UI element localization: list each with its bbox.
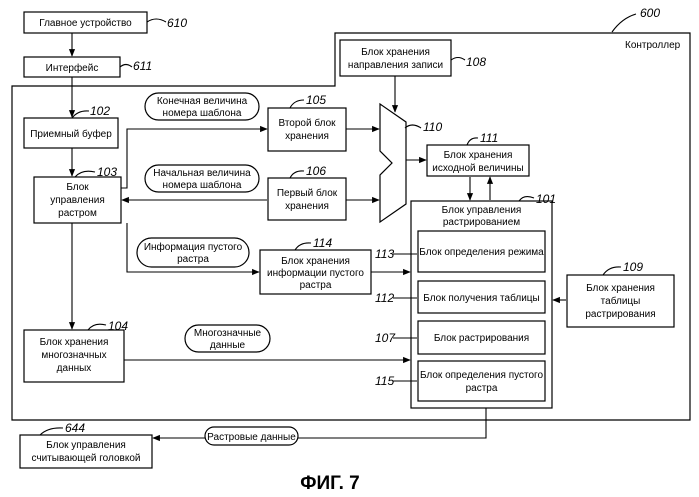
signal-end-value: Конечная величина номера шаблона: [145, 93, 259, 120]
read-head-control-label-1: Блок управления: [46, 440, 126, 451]
empty-raster-info-store-label-2: информации пустого: [267, 267, 364, 279]
controller-label: Контроллер: [625, 40, 681, 51]
recording-direction-store-label-1: Блок хранения: [361, 47, 430, 58]
empty-raster-info-store-ref: 114: [313, 236, 332, 250]
rasterization-table-store-block: Блок хранения таблицы растрирования 109: [567, 260, 674, 327]
signal-end-value-label-2: номера шаблона: [163, 107, 242, 119]
signal-start-value: Начальная величина номера шаблона: [145, 165, 259, 192]
rasterization-table-store-label-2: таблицы: [601, 295, 641, 307]
empty-raster-info-store-label-3: растра: [300, 280, 332, 291]
multi-value-data-store-label-1: Блок хранения: [40, 337, 109, 348]
line-rasterization-output: [298, 408, 486, 438]
signal-multi-data: Многозначные данные: [185, 325, 270, 352]
empty-raster-info-store-label-1: Блок хранения: [281, 256, 350, 267]
read-head-control-label-2: считывающей головкой: [32, 453, 141, 464]
second-store-block: Второй блок хранения 105: [268, 93, 346, 151]
figure-caption: ФИГ. 7: [300, 473, 359, 494]
recording-direction-store-ref: 108: [466, 55, 486, 69]
empty-raster-info-store-block: Блок хранения информации пустого растра …: [260, 236, 371, 294]
mode-determination-label: Блок определения режима: [419, 247, 544, 258]
main-device-block: Главное устройство 610: [24, 12, 187, 33]
table-acquisition-label: Блок получения таблицы: [423, 292, 539, 304]
main-device-ref: 610: [167, 16, 187, 30]
controller-ref: 600: [640, 6, 660, 20]
multi-value-data-store-label-3: данных: [57, 363, 92, 374]
receive-buffer-label: Приемный буфер: [30, 128, 112, 140]
original-value-store-block: Блок хранения исходной величины 111: [427, 131, 529, 176]
second-store-ref: 105: [306, 93, 326, 107]
second-store-label-2: хранения: [285, 131, 329, 142]
raster-control-ref: 103: [97, 165, 117, 179]
interface-block: Интерфейс 611: [24, 57, 152, 77]
rasterization-table-store-label-3: растрирования: [585, 309, 655, 320]
signal-end-value-label-1: Конечная величина: [157, 96, 248, 107]
multi-value-data-store-ref: 104: [108, 319, 128, 333]
signal-empty-info: Информация пустого растра: [137, 238, 249, 267]
original-value-store-label-2: исходной величины: [432, 163, 523, 174]
rasterization-table-store-label-1: Блок хранения: [586, 283, 655, 294]
recording-direction-store-label-2: направления записи: [348, 60, 443, 71]
first-store-label-1: Первый блок: [277, 187, 338, 199]
main-device-label: Главное устройство: [39, 18, 132, 29]
first-store-ref: 106: [306, 164, 326, 178]
selector-ref: 110: [423, 120, 442, 134]
receive-buffer-ref: 102: [90, 104, 110, 118]
multi-value-data-store-block: Блок хранения многозначных данных 104: [24, 319, 128, 382]
signal-start-value-label-1: Начальная величина: [153, 168, 251, 179]
empty-raster-determination-ref: 115: [375, 374, 394, 388]
rasterization-control-ref: 101: [536, 192, 556, 206]
raster-control-label-1: Блок: [66, 182, 89, 193]
first-store-block: Первый блок хранения 106: [268, 164, 346, 220]
signal-multi-data-label-1: Многозначные: [194, 328, 262, 339]
rasterization-table-store-ref: 109: [623, 260, 643, 274]
raster-control-label-2: управления: [50, 195, 105, 206]
raster-control-label-3: растром: [58, 208, 97, 219]
rasterization-label: Блок растрирования: [434, 333, 529, 344]
signal-raster-data: Растровые данные: [205, 427, 298, 445]
second-store-label-1: Второй блок: [278, 117, 336, 129]
controller-ref-leader: [612, 14, 636, 32]
mode-determination-ref: 113: [375, 247, 394, 261]
rasterization-control-label-1: Блок управления: [442, 205, 522, 216]
raster-control-block: Блок управления растром 103: [34, 165, 121, 223]
original-value-store-label-1: Блок хранения: [444, 150, 513, 161]
read-head-control-ref: 644: [65, 421, 85, 435]
table-acquisition-block: Блок получения таблицы 112: [375, 281, 545, 313]
receive-buffer-block: Приемный буфер 102: [24, 104, 118, 148]
mode-determination-block: Блок определения режима 113: [375, 231, 545, 272]
interface-label: Интерфейс: [46, 62, 99, 74]
rasterization-control-label-2: растрированием: [443, 217, 520, 228]
read-head-control-block: Блок управления считывающей головкой 644: [20, 421, 152, 468]
first-store-label-2: хранения: [285, 201, 329, 212]
original-value-store-ref: 111: [480, 131, 498, 145]
signal-raster-data-label: Растровые данные: [207, 432, 296, 443]
signal-start-value-label-2: номера шаблона: [163, 179, 242, 191]
empty-raster-determination-label-1: Блок определения пустого: [420, 370, 544, 381]
signal-empty-info-label-2: растра: [177, 254, 209, 265]
table-acquisition-ref: 112: [375, 291, 394, 305]
signal-empty-info-label-1: Информация пустого: [144, 241, 243, 253]
interface-ref: 611: [133, 59, 152, 73]
signal-multi-data-label-2: данные: [210, 340, 246, 351]
multi-value-data-store-label-2: многозначных: [41, 350, 106, 361]
recording-direction-store-block: Блок хранения направления записи 108: [340, 40, 486, 76]
empty-raster-determination-label-2: растра: [466, 383, 498, 394]
